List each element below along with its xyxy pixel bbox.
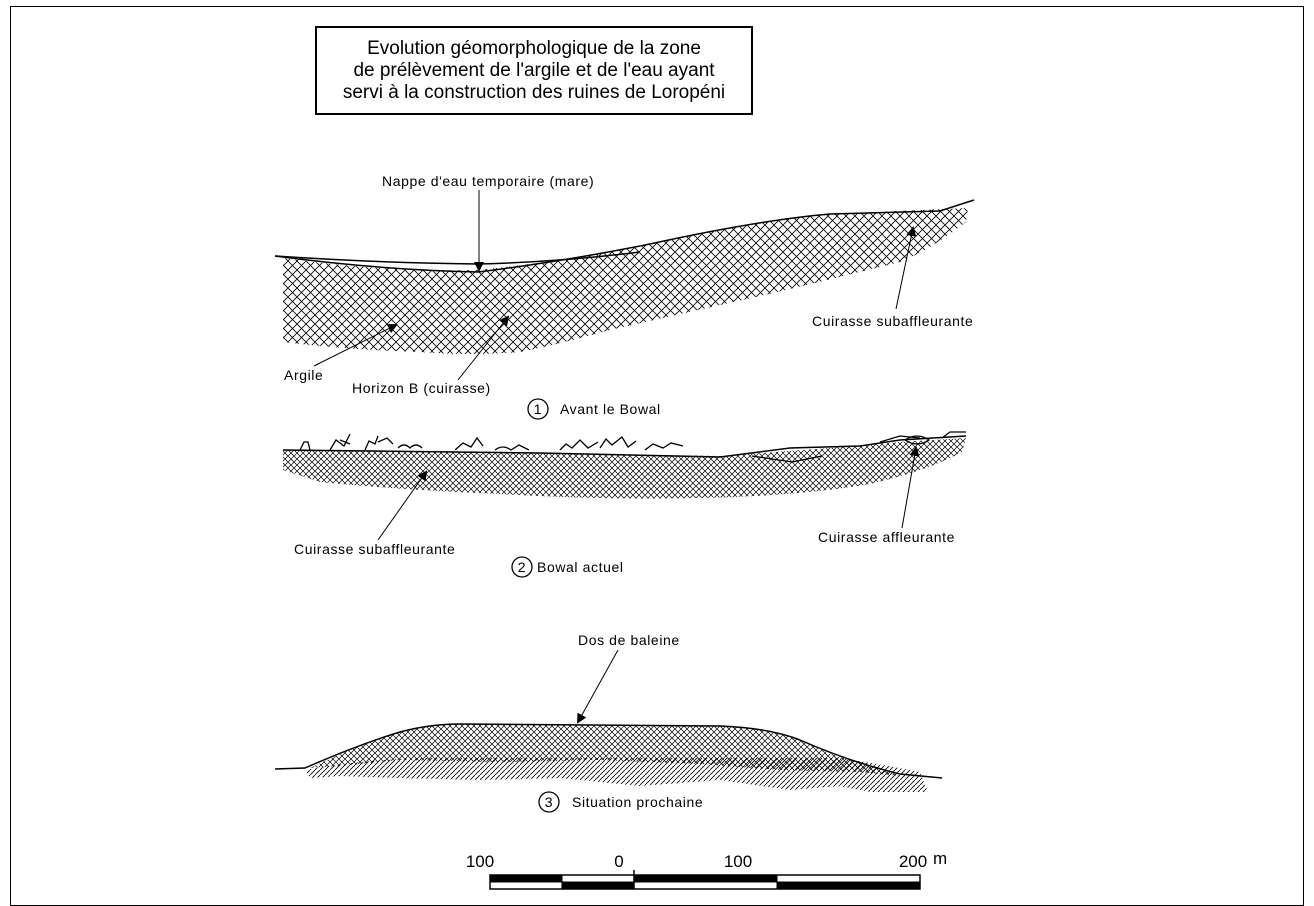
label-argile: Argile [284,367,323,383]
panel-1-caption: Avant le Bowal [560,401,661,417]
scale-unit: m [933,849,947,868]
panel-2-number: 2 [518,559,526,575]
panel-3-situation-prochaine: Dos de baleine 3 Situation prochaine [275,632,942,812]
panel-2-caption: Bowal actuel [537,559,624,575]
label-cuirasse-subaffleurante-2: Cuirasse subaffleurante [294,541,455,557]
scale-bar: 100 0 100 200 m [466,849,947,889]
label-dos-de-baleine: Dos de baleine [578,632,680,648]
label-horizon-b: Horizon B (cuirasse) [352,380,491,396]
panel-2-bowal-actuel: Cuirasse subaffleurante Cuirasse affleur… [283,432,966,577]
panel-3-number: 3 [545,794,553,810]
panel-1-number: 1 [534,401,542,417]
arrow-dos-de-baleine [578,650,618,722]
scale-label-100-left: 100 [466,852,494,871]
scale-label-0: 0 [614,852,623,871]
label-cuirasse-subaffleurante-1: Cuirasse subaffleurante [812,313,973,329]
panel-2-cuirasse-mass [283,438,966,499]
panel-1-cuirasse-mass [283,208,968,354]
scale-seg-4 [777,882,920,889]
scale-label-200: 200 [899,852,927,871]
panel-1-avant-le-bowal: Nappe d'eau temporaire (mare) Cuirasse s… [275,173,974,419]
label-water: Nappe d'eau temporaire (mare) [382,173,594,189]
scale-seg-3 [634,875,777,882]
scale-seg-1 [490,875,562,882]
panel-3-caption: Situation prochaine [572,794,703,810]
scale-label-100-right: 100 [724,852,752,871]
scale-seg-2 [562,882,634,889]
label-cuirasse-affleurante: Cuirasse affleurante [818,529,955,545]
